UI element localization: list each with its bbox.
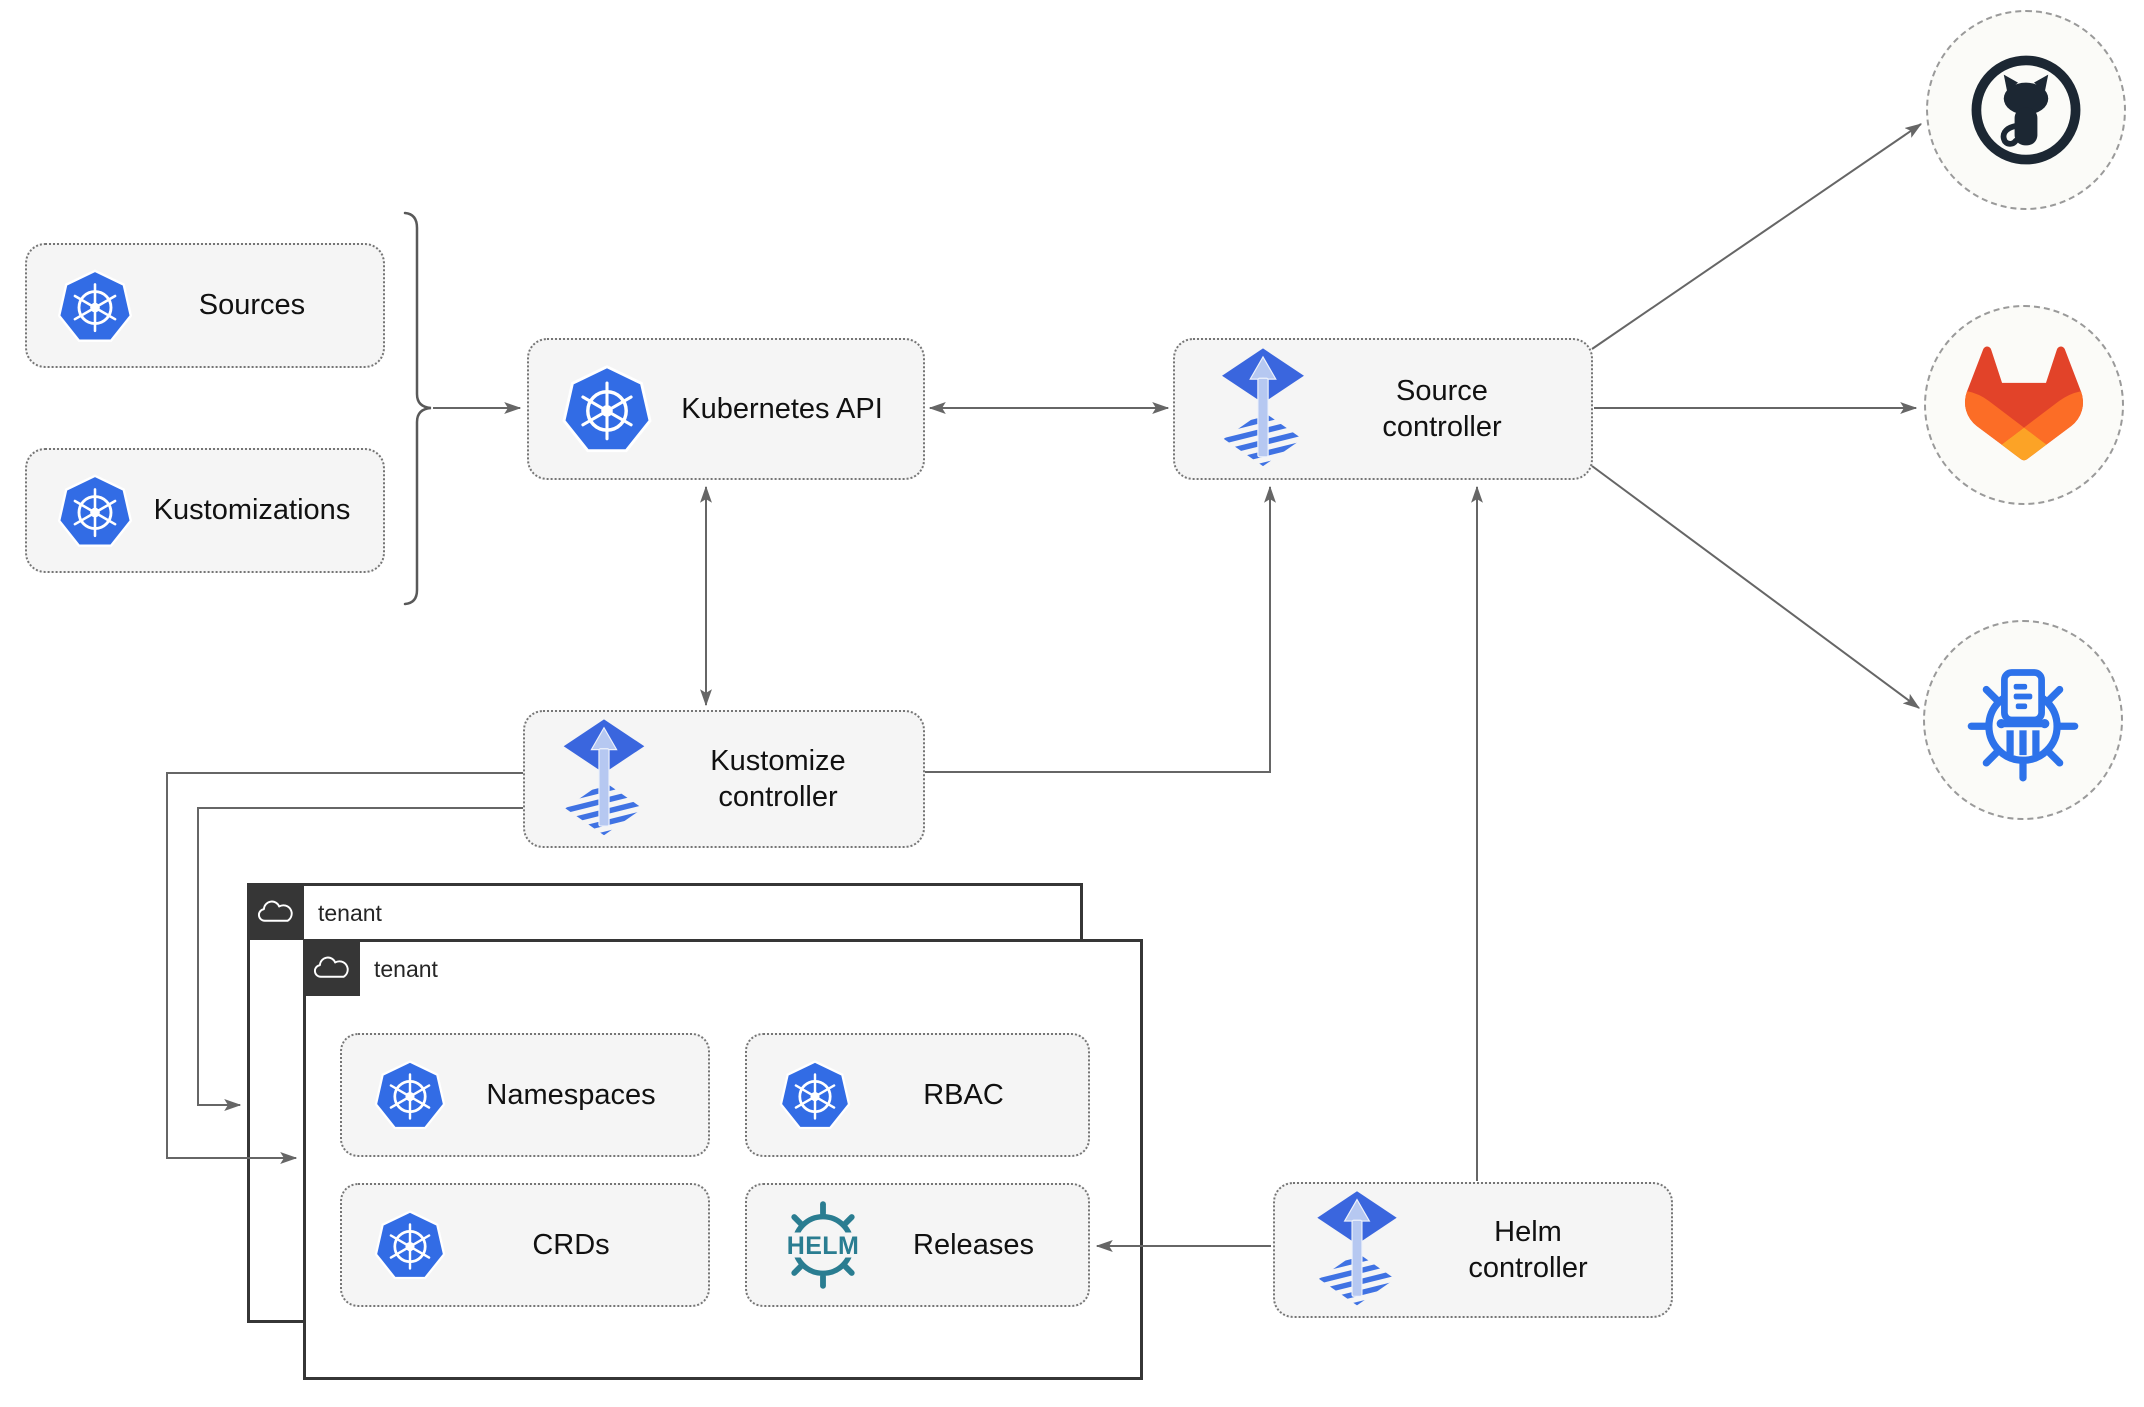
node-kustomize-controller-label: Kustomize controller xyxy=(710,744,846,813)
node-sources-label: Sources xyxy=(198,289,306,322)
tenant-front-label: tenant xyxy=(374,955,438,982)
arrow-kustomizectrl-to-sourcectrl xyxy=(925,485,1276,773)
node-crds: CRDs xyxy=(340,1183,710,1307)
node-kubernetes-api-label: Kubernetes API xyxy=(681,392,883,425)
node-releases: HELM Releases xyxy=(745,1183,1090,1307)
tenant-box-front: tenant xyxy=(303,939,1143,1380)
node-rbac-label: RBAC xyxy=(923,1078,1004,1111)
arrow-sourcectrl-to-chartmuseum xyxy=(1591,465,1920,709)
tenant-header-front xyxy=(303,939,360,996)
kubernetes-icon xyxy=(372,1057,448,1133)
flux-icon xyxy=(1219,345,1307,473)
node-kustomize-controller: Kustomize controller xyxy=(523,710,925,848)
kubernetes-icon xyxy=(55,471,135,551)
kubernetes-icon xyxy=(372,1207,448,1283)
node-source-controller-label: Source controller xyxy=(1382,374,1502,443)
arrow-sourcectrl-to-github xyxy=(1591,123,1922,350)
node-kustomizations-label: Kustomizations xyxy=(153,494,351,527)
tenant-header-back xyxy=(247,883,304,940)
chartmuseum-circle xyxy=(1923,620,2123,820)
node-helm-controller-label: Helm controller xyxy=(1468,1215,1588,1284)
flux-icon xyxy=(561,716,647,842)
cloud-icon xyxy=(257,900,293,922)
helm-icon: HELM xyxy=(773,1201,873,1289)
kubernetes-icon xyxy=(777,1057,853,1133)
gitlab-circle xyxy=(1924,305,2124,505)
flux-icon xyxy=(1315,1188,1399,1312)
tenant-back-label: tenant xyxy=(318,899,382,926)
github-circle xyxy=(1926,10,2126,210)
node-namespaces: Namespaces xyxy=(340,1033,710,1157)
node-kustomizations: Kustomizations xyxy=(25,448,385,573)
gitlab-tanuki-icon xyxy=(1964,346,2084,461)
node-kubernetes-api: Kubernetes API xyxy=(527,338,925,480)
kubernetes-icon xyxy=(559,361,655,457)
helm-wordmark: HELM xyxy=(787,1232,860,1260)
cloud-icon xyxy=(313,956,349,978)
kubernetes-icon xyxy=(55,266,135,346)
node-helm-controller: Helm controller xyxy=(1273,1182,1673,1318)
node-rbac: RBAC xyxy=(745,1033,1090,1157)
node-namespaces-label: Namespaces xyxy=(486,1078,656,1111)
github-octocat-icon xyxy=(1971,55,2081,165)
brace-sources-group xyxy=(403,211,432,606)
node-crds-label: CRDs xyxy=(532,1228,610,1261)
node-source-controller: Source controller xyxy=(1173,338,1593,480)
node-sources: Sources xyxy=(25,243,385,368)
node-releases-label: Releases xyxy=(913,1228,1034,1261)
chartmuseum-wheel-icon xyxy=(1967,669,2079,782)
